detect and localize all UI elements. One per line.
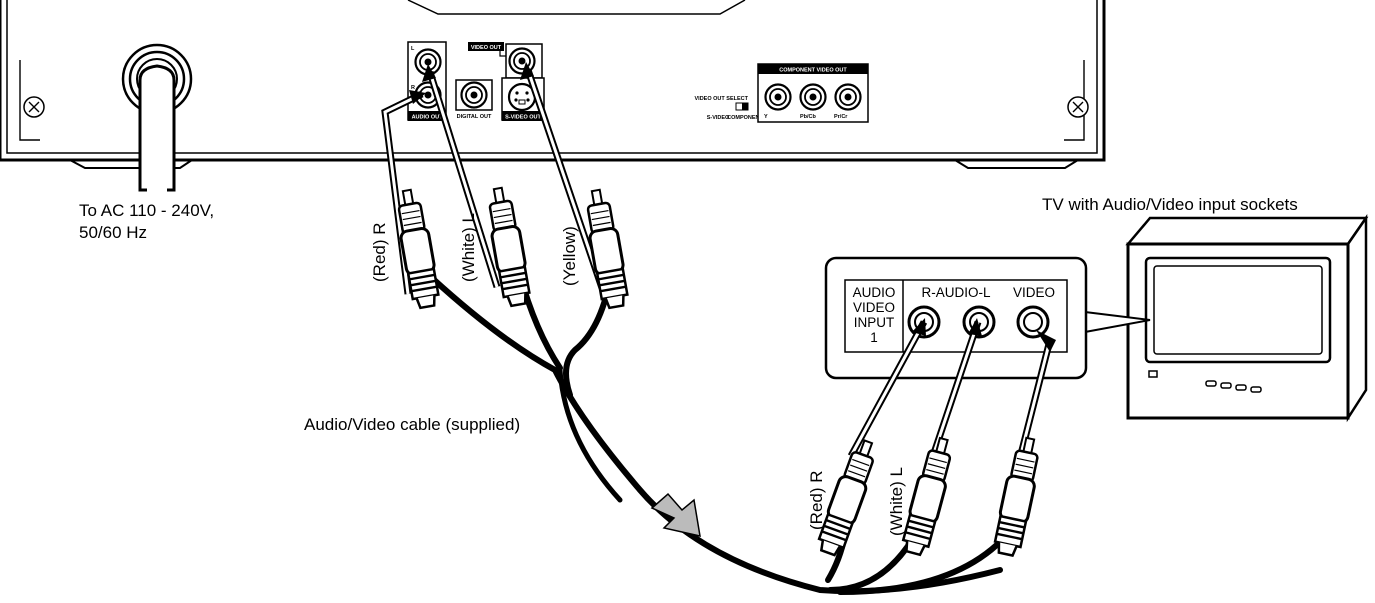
rca-plug-icon: [482, 184, 534, 309]
panel-line-input: INPUT: [854, 315, 895, 330]
rca-plug-icon: [990, 434, 1046, 559]
svideo-out-label: S-VIDEO OUT: [505, 115, 541, 121]
arrow-icon: [650, 492, 701, 537]
tv-input-panel: AUDIO VIDEO INPUT 1 R-AUDIO-L VIDEO: [824, 256, 1151, 380]
video-select-switch: VIDEO OUT SELECT S-VIDEO COMPONENT: [695, 96, 764, 121]
top-arrowheads: [409, 62, 534, 104]
tv-label: TV with Audio/Video input sockets: [1042, 195, 1298, 214]
select-component: COMPONENT: [727, 115, 763, 121]
y-jack: [764, 83, 792, 111]
screw-icon: [1067, 96, 1089, 118]
bottom-label-red: (Red) R: [807, 470, 826, 530]
audio-out-label: AUDIO OUT: [412, 115, 444, 121]
video-out-label: VIDEO OUT: [471, 45, 502, 51]
cable-label: Audio/Video cable (supplied): [304, 415, 520, 434]
jack-label-l: L: [411, 46, 415, 52]
top-cables: [381, 68, 606, 295]
select-svideo: S-VIDEO: [707, 115, 730, 121]
bottom-label-white: (White) L: [887, 467, 906, 536]
power-label-line1: To AC 110 - 240V,: [79, 201, 214, 220]
pb-label: Pb/Cb: [800, 114, 817, 120]
panel-line-audio: AUDIO: [853, 285, 896, 300]
pb-jack: [799, 83, 827, 111]
power-cord-icon: [138, 64, 176, 192]
video-out-group: VIDEO OUT: [468, 42, 543, 79]
top-label-yellow: (Yellow): [560, 226, 579, 286]
top-label-white: (White) L: [459, 213, 478, 282]
top-label-red: (Red) R: [370, 222, 389, 282]
digital-out-group: DIGITAL OUT: [455, 79, 493, 120]
component-out-group: COMPONENT VIDEO OUT Y Pb/Cb Pr/Cr: [757, 63, 869, 123]
panel-line-num: 1: [870, 330, 878, 345]
power-label-line2: 50/60 Hz: [79, 223, 147, 242]
y-label: Y: [764, 114, 768, 120]
pr-label: Pr/Cr: [834, 114, 848, 120]
pr-jack: [834, 83, 862, 111]
rca-plug-icon: [898, 433, 959, 559]
screw-icon: [23, 96, 45, 118]
select-title: VIDEO OUT SELECT: [695, 96, 749, 102]
panel-audio-label: R-AUDIO-L: [921, 285, 990, 300]
panel-line-video: VIDEO: [853, 300, 895, 315]
panel-video-label: VIDEO: [1013, 285, 1055, 300]
digital-out-label: DIGITAL OUT: [457, 114, 492, 120]
component-out-label: COMPONENT VIDEO OUT: [779, 68, 847, 74]
bottom-arrowheads: [912, 318, 1056, 352]
tv-icon: [1125, 213, 1369, 423]
jack-label-r: R: [411, 85, 415, 91]
digital-out-jack: [460, 81, 488, 109]
tv-video-jack: [1016, 305, 1050, 339]
